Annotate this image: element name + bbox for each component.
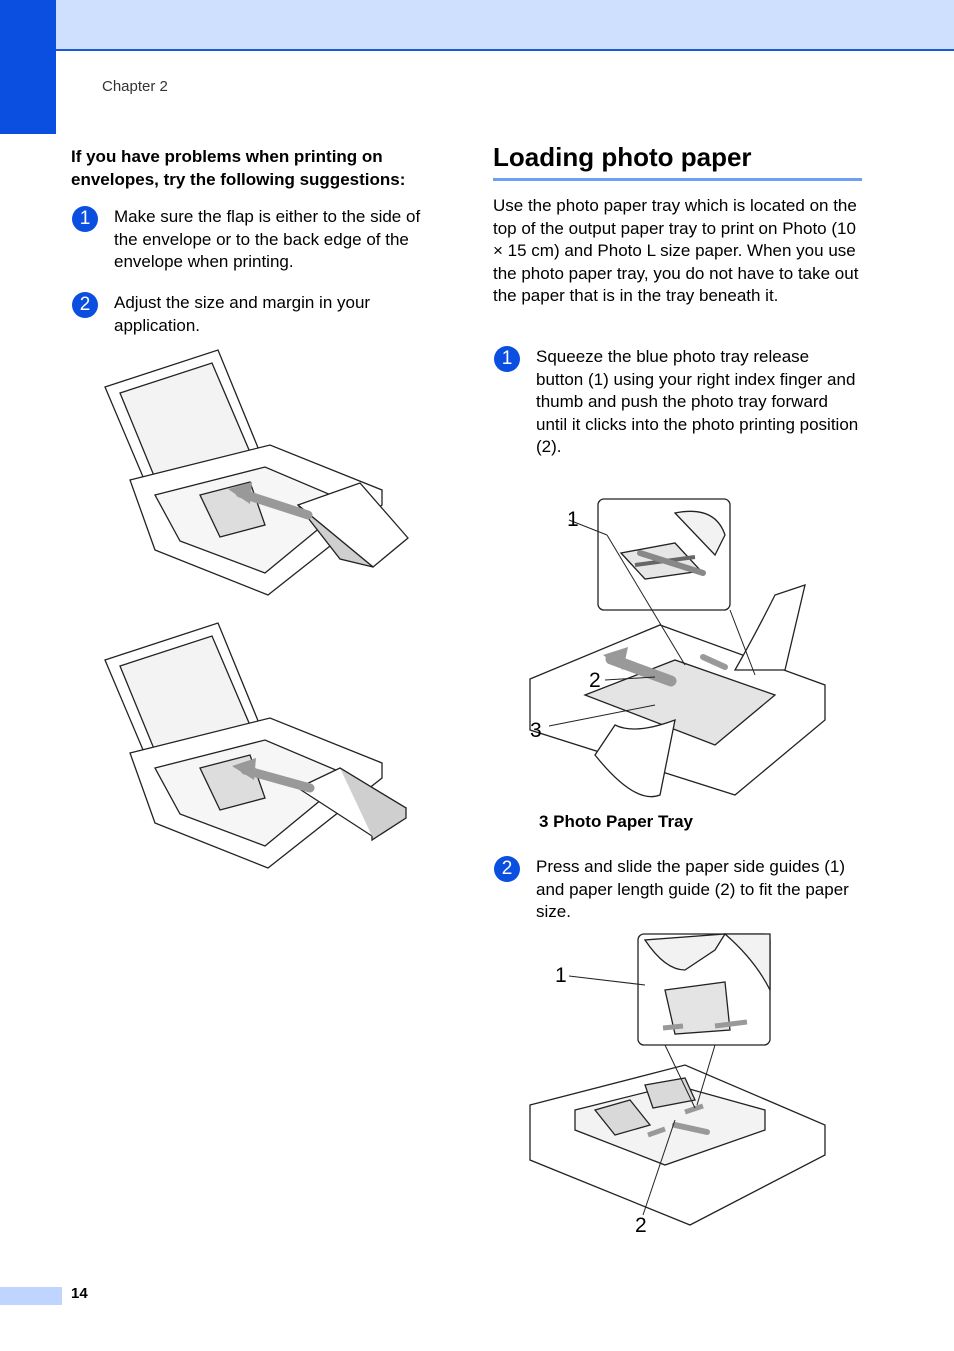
step-number-badge: 2	[72, 292, 98, 318]
envelope-tray-illustration-1	[104, 349, 409, 596]
header-band	[0, 0, 954, 51]
step-number-badge: 1	[494, 346, 520, 372]
step-number-badge: 1	[72, 206, 98, 232]
callout-2: 2	[589, 669, 601, 692]
step-text: Make sure the flap is either to the side…	[114, 207, 421, 271]
chapter-label: Chapter 2	[102, 78, 168, 95]
page-number-bar	[0, 1287, 62, 1305]
callout-3: 3	[530, 719, 542, 742]
page-number: 14	[71, 1285, 88, 1302]
callout-1: 1	[555, 964, 567, 987]
left-step-2: 2 Adjust the size and margin in your app…	[72, 292, 452, 342]
step-text: Adjust the size and margin in your appli…	[114, 293, 371, 335]
troubleshoot-heading: If you have problems when printing on en…	[71, 147, 406, 189]
right-step-1: 1 Squeeze the blue photo tray release bu…	[494, 346, 864, 461]
title-underline	[493, 178, 862, 181]
paper-guides-figure: 1 2	[529, 933, 826, 1237]
left-step-1: 1 Make sure the flap is either to the si…	[72, 206, 452, 276]
callout-2: 2	[635, 1214, 647, 1237]
step-text: Press and slide the paper side guides (1…	[536, 857, 849, 921]
photo-tray-release-figure: 1 2 3	[529, 498, 826, 798]
step-text: Squeeze the blue photo tray release butt…	[536, 347, 859, 456]
step-number-badge: 2	[494, 856, 520, 882]
callout-1: 1	[567, 508, 579, 531]
intro-paragraph: Use the photo paper tray which is locate…	[493, 196, 859, 305]
figure-caption: 3 Photo Paper Tray	[539, 812, 693, 831]
right-step-2: 2 Press and slide the paper side guides …	[494, 856, 864, 926]
chapter-tab	[0, 0, 56, 134]
envelope-tray-illustration-2	[104, 622, 408, 869]
section-title: Loading photo paper	[493, 142, 752, 172]
